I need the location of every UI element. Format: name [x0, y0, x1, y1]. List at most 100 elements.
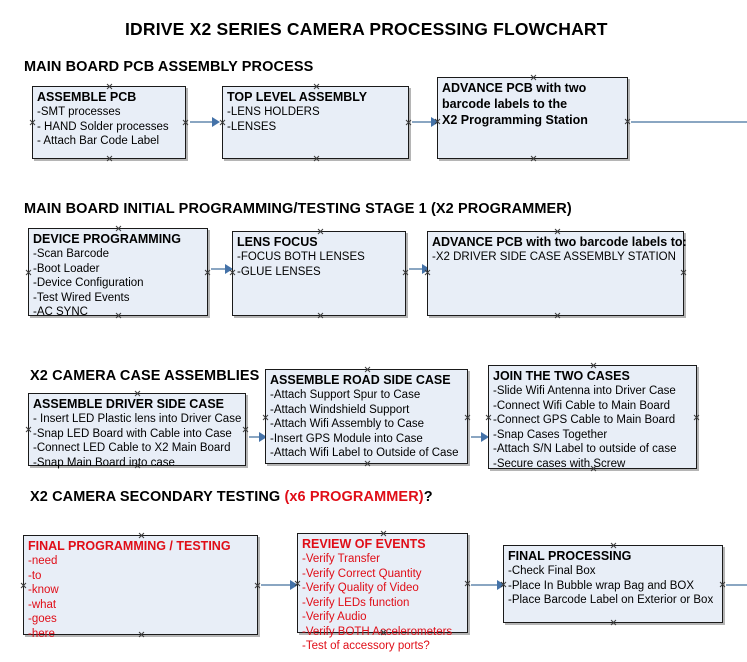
flow-box-line-overflow: -Test of accessory ports?: [302, 640, 430, 652]
flow-box-line: -FOCUS BOTH LENSES: [237, 251, 365, 263]
connection-handle-right[interactable]: [693, 414, 700, 421]
flow-box-assemble-pcb[interactable]: ASSEMBLE PCB -SMT processes - HAND Solde…: [32, 86, 186, 159]
connection-handle-top[interactable]: [317, 228, 324, 235]
connection-handle-top[interactable]: [554, 228, 561, 235]
connection-handle-right[interactable]: [464, 580, 471, 587]
flow-box-title: FINAL PROGRAMMING / TESTING: [28, 539, 231, 553]
connection-handle-right[interactable]: [719, 581, 726, 588]
arrow-road-side-to-join-cases: [471, 436, 485, 438]
flow-box-line: -Snap Cases Together: [493, 428, 608, 441]
flow-box-line: -Check Final Box: [508, 565, 596, 577]
flow-box-title: ASSEMBLE ROAD SIDE CASE: [270, 373, 451, 387]
arrow-device-programming-to-lens-focus: [211, 268, 229, 270]
flow-box-line: -Connect GPS Cable to Main Board: [493, 414, 676, 426]
page-title: IDRIVE X2 SERIES CAMERA PROCESSING FLOWC…: [125, 19, 608, 39]
connection-handle-right[interactable]: [405, 119, 412, 126]
arrow-head-icon: [290, 580, 298, 590]
arrow-review-of-events-to-final-processing: [471, 584, 501, 586]
connection-handle-bottom[interactable]: [364, 460, 371, 467]
arrow-head-icon: [225, 264, 233, 274]
connection-handle-right[interactable]: [242, 426, 249, 433]
connection-handle-top[interactable]: [313, 83, 320, 90]
connection-handle-bottom[interactable]: [313, 155, 320, 162]
flow-box-line: -Connect Wifi Cable to Main Board: [493, 399, 671, 412]
connection-handle-left[interactable]: [20, 582, 27, 589]
connection-handle-right[interactable]: [680, 269, 687, 276]
connection-handle-bottom[interactable]: [106, 155, 113, 162]
connection-handle-right[interactable]: [624, 118, 631, 125]
connection-handle-left[interactable]: [25, 426, 32, 433]
flow-box-line: -what: [28, 598, 57, 611]
flow-box-advance-pcb-to-driver-side-station[interactable]: ADVANCE PCB with two barcode labels to: …: [427, 228, 687, 319]
connection-handle-top[interactable]: [364, 366, 371, 373]
connection-handle-right[interactable]: [182, 119, 189, 126]
flow-box-final-processing[interactable]: FINAL PROCESSING -Check Final Box -Place…: [503, 545, 723, 623]
connection-handle-right[interactable]: [464, 414, 471, 421]
flow-box-line: -Place In Bubble wrap Bag and BOX: [508, 579, 695, 592]
section-heading-main-board-pcb-assembly: MAIN BOARD PCB ASSEMBLY PROCESS: [24, 59, 314, 75]
flow-box-line: - Insert LED Plastic lens into Driver Ca…: [33, 413, 242, 425]
flow-box-final-programming-testing[interactable]: FINAL PROGRAMMING / TESTING -need -to -k…: [20, 532, 261, 640]
flow-box-line: -Secure cases with Screw: [493, 457, 626, 470]
flow-box-title: ADVANCE PCB with two: [442, 81, 587, 95]
flow-box-line: -Verify Audio: [302, 611, 367, 623]
flow-box-title: FINAL PROCESSING: [508, 549, 632, 563]
connection-handle-left[interactable]: [25, 269, 32, 276]
connection-handle-top[interactable]: [138, 532, 145, 539]
flow-box-join-the-two-cases[interactable]: JOIN THE TWO CASES -Slide Wifi Antenna i…: [485, 362, 700, 470]
flow-box-line: -LENS HOLDERS: [227, 106, 320, 118]
connection-handle-left[interactable]: [219, 119, 226, 126]
flow-box-line: barcode labels to the: [442, 97, 568, 111]
section-heading-red-text: (x6 PROGRAMMER): [284, 489, 424, 505]
flow-box-line: -Attach Wifi Assembly to Case: [270, 418, 425, 430]
flow-box-line: -AC SYNC: [33, 306, 88, 318]
flow-box-line: -to: [28, 569, 42, 582]
arrow-head-icon: [431, 117, 439, 127]
flow-box-title: ADVANCE PCB with two barcode labels to:: [432, 235, 687, 249]
flow-box-assemble-road-side-case[interactable]: ASSEMBLE ROAD SIDE CASE -Attach Support …: [265, 369, 468, 464]
flow-box-line: -Test Wired Events: [33, 291, 130, 304]
connection-handle-left[interactable]: [262, 414, 269, 421]
flow-box-title: TOP LEVEL ASSEMBLY: [227, 90, 368, 104]
connection-handle-bottom[interactable]: [610, 619, 617, 626]
flow-box-top-level-assembly[interactable]: TOP LEVEL ASSEMBLY -LENS HOLDERS -LENSES: [222, 86, 409, 159]
arrow-head-icon: [481, 432, 489, 442]
flow-box-line: -Insert GPS Module into Case: [270, 432, 423, 445]
connection-handle-bottom[interactable]: [554, 312, 561, 319]
section-heading-tail-text: ?: [423, 489, 433, 505]
connection-handle-top[interactable]: [106, 83, 113, 90]
arrow-assemble-pcb-to-top-level-assembly: [190, 121, 214, 123]
connection-handle-right[interactable]: [402, 269, 409, 276]
flow-box-line: -Place Barcode Label on Exterior or Box: [508, 594, 714, 606]
connection-handle-top[interactable]: [590, 362, 597, 369]
flow-box-title: ASSEMBLE DRIVER SIDE CASE: [33, 397, 225, 411]
arrow-head-icon: [497, 580, 505, 590]
flow-box-line: -Connect LED Cable to X2 Main Board: [33, 442, 231, 454]
flow-box-advance-pcb-to-programming-station[interactable]: ADVANCE PCB with two barcode labels to t…: [437, 77, 628, 159]
connection-handle-top[interactable]: [610, 542, 617, 549]
connection-handle-bottom[interactable]: [530, 155, 537, 162]
flow-box-line: -need: [28, 555, 58, 567]
connection-handle-top[interactable]: [134, 390, 141, 397]
connection-handle-top[interactable]: [380, 530, 387, 537]
flow-box-line: -Attach Windshield Support: [270, 403, 410, 416]
connection-handle-top[interactable]: [115, 225, 122, 232]
flow-box-line: -LENSES: [227, 120, 277, 133]
connection-handle-top[interactable]: [530, 74, 537, 81]
flow-box-line: -Device Configuration: [33, 277, 144, 289]
flow-box-review-of-events[interactable]: REVIEW OF EVENTS -Verify Transfer -Verif…: [297, 530, 471, 652]
flow-box-assemble-driver-side-case[interactable]: ASSEMBLE DRIVER SIDE CASE - Insert LED P…: [25, 390, 249, 469]
connection-handle-right[interactable]: [204, 269, 211, 276]
connection-handle-bottom[interactable]: [317, 312, 324, 319]
flow-box-line: -Slide Wifi Antenna into Driver Case: [493, 385, 676, 397]
connection-handle-left[interactable]: [485, 414, 492, 421]
flow-box-lens-focus[interactable]: LENS FOCUS -FOCUS BOTH LENSES -GLUE LENS…: [232, 231, 406, 316]
arrow-final-programming-to-review-of-events: [261, 584, 294, 586]
flow-box-title: DEVICE PROGRAMMING: [33, 232, 181, 246]
flow-box-device-programming[interactable]: DEVICE PROGRAMMING -Scan Barcode -Boot L…: [25, 225, 211, 318]
section-heading-x2-camera-secondary-testing: X2 CAMERA SECONDARY TESTING (x6 PROGRAMM…: [30, 489, 433, 505]
connection-handle-left[interactable]: [29, 119, 36, 126]
flow-box-line: -Verify Quality of Video: [302, 582, 419, 594]
connection-handle-right[interactable]: [254, 582, 261, 589]
